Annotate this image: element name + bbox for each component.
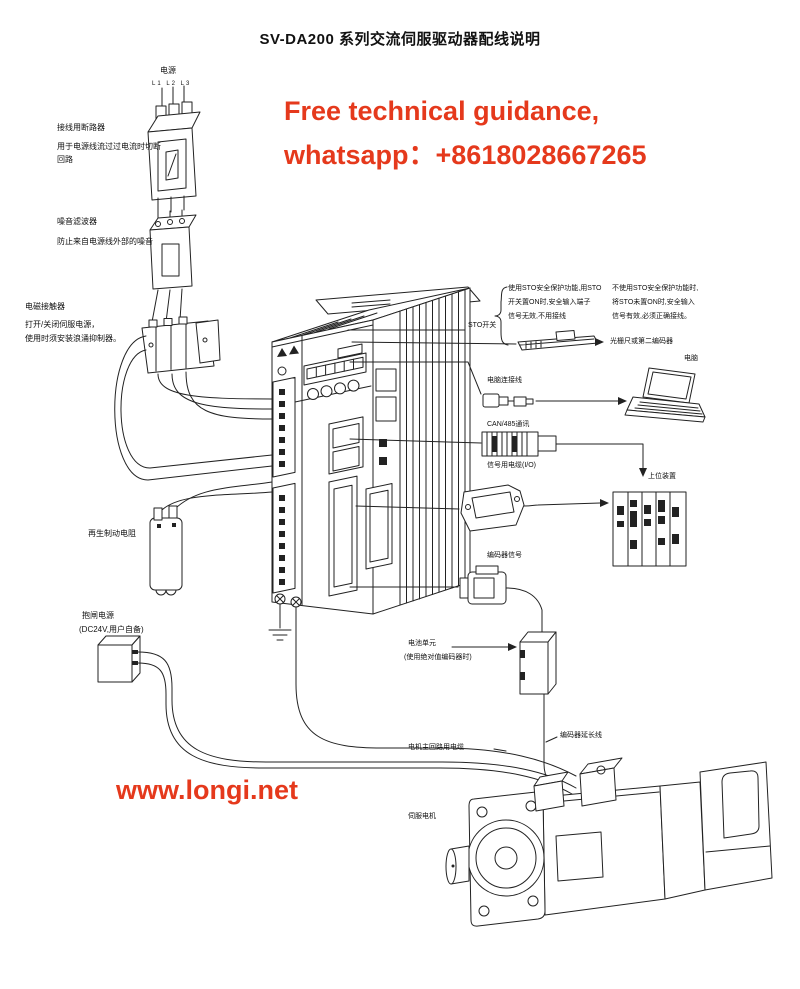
label-io-cable: 信号用电缆(I/O): [487, 462, 536, 469]
breaker-drawing: [147, 101, 201, 213]
laptop-drawing: [624, 367, 706, 423]
label-pc-cable: 电脑连接线: [487, 377, 522, 384]
regen-resistor-drawing: [149, 481, 273, 596]
watermark-line1: Free technical guidance,: [284, 96, 600, 126]
motor-cables-drawing: [137, 606, 577, 795]
plc-drawing: [612, 491, 687, 567]
label-encoder-signal: 编码器信号: [487, 552, 522, 559]
label-battery-desc: (使用绝对值编码器时): [404, 654, 472, 661]
label-contactor-desc2: 使用时须安装浪涌抑制器。: [25, 334, 121, 343]
servo-drive-drawing: [271, 286, 481, 615]
label-sto-use-3: 信号无效,不用接线: [508, 313, 566, 320]
power-wires-drawing: [161, 85, 185, 109]
label-breaker-desc2: 回路: [57, 155, 73, 164]
label-breaker-desc1: 用于电源线流过过电流时切断: [57, 142, 161, 151]
label-servo-motor: 伺服电机: [408, 813, 436, 820]
label-sto-use-1: 使用STO安全保护功能,用STO: [508, 285, 602, 292]
label-pc: 电脑: [684, 355, 698, 362]
label-linear-scale: 光栅尺或第二编码器: [610, 338, 673, 345]
label-phases: L1 L2 L3: [152, 81, 192, 87]
label-power: 电源: [160, 66, 176, 75]
label-sto-nouse-3: 信号有效,必须正确接线。: [612, 313, 691, 320]
battery-drawing: [451, 631, 557, 695]
io-connector-drawing: [460, 484, 609, 532]
ground-symbol: [268, 603, 292, 641]
label-filter-title: 噪音滤波器: [57, 217, 97, 226]
label-sto-nouse-1: 不使用STO安全保护功能时,: [612, 285, 699, 292]
label-brake-power-desc: (DC24V,用户自备): [79, 625, 144, 634]
pc-cable-drawing: [482, 393, 627, 408]
page-title: SV-DA200 系列交流伺服驱动器配线说明: [259, 31, 541, 48]
label-encoder-ext: 编码器延长线: [560, 732, 602, 739]
motor-drawing: [445, 757, 773, 927]
noise-filter-drawing: [149, 209, 197, 290]
encoder-connector-drawing: [459, 565, 549, 781]
label-sto-switch: STO开关: [468, 322, 497, 329]
watermark-url: www.longi.net: [116, 775, 298, 805]
label-breaker-title: 接线用断路器: [57, 123, 105, 132]
watermark-line2: whatsapp：+8618028667265: [284, 140, 647, 170]
label-can-comm: CAN/485通讯: [487, 421, 530, 428]
label-filter-desc: 防止来自电源线外部的噪音: [57, 237, 153, 246]
label-battery-title: 电池单元: [408, 640, 436, 647]
main-circuit-wires-drawing: [114, 335, 273, 481]
label-contactor-title: 电磁接触器: [25, 302, 65, 311]
label-motor-cable: 电机主回路用电缆: [408, 744, 464, 751]
leader-lines: [347, 329, 558, 743]
contactor-drawing: [141, 288, 221, 374]
can-connector-drawing: [481, 431, 647, 477]
label-sto-use-2: 开关置ON时,安全输入端子: [508, 299, 591, 306]
label-regen-resistor: 再生制动电阻: [88, 529, 136, 538]
label-contactor-desc1: 打开/关闭伺服电源，: [25, 320, 100, 329]
label-brake-power-title: 抱闸电源: [82, 611, 114, 620]
label-host-device: 上位装置: [648, 473, 676, 480]
brake-supply-drawing: [97, 635, 141, 683]
label-sto-nouse-2: 将STO未置ON时,安全输入: [612, 299, 695, 306]
sto-cable-drawing: [494, 286, 604, 351]
